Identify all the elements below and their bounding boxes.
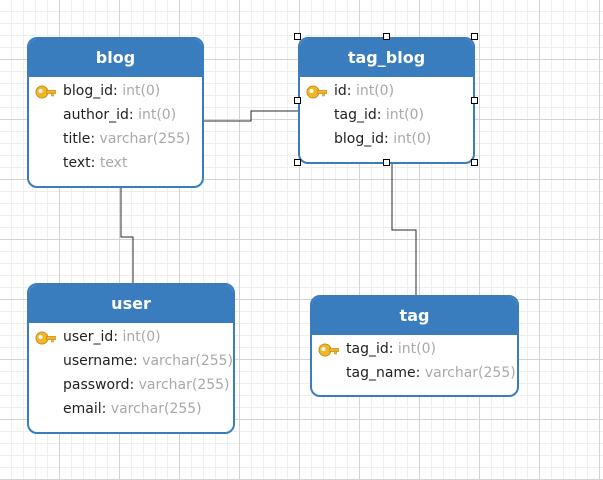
entity-fields-blog: blog_id: int(0)author_id: int(0)title: v… [29, 77, 202, 175]
field-type: int(0) [138, 107, 177, 123]
field-name: blog_id [334, 131, 385, 147]
entity-header-blog[interactable]: blog [29, 39, 202, 77]
field-name: tag_id [346, 341, 389, 357]
field-type: varchar(255) [424, 365, 516, 381]
field-type: text [99, 155, 128, 171]
field-separator: : [90, 131, 100, 147]
field-separator: : [388, 341, 398, 357]
field-separator: : [133, 353, 143, 369]
resize-handle-bottom-right[interactable] [471, 159, 478, 166]
field-name: id [334, 83, 347, 99]
field-name: email [63, 401, 102, 417]
field-row-tag-blog-id[interactable]: id: int(0) [300, 79, 473, 103]
field-type: varchar(255) [110, 401, 202, 417]
field-separator: : [346, 83, 356, 99]
field-row-user-email[interactable]: email: varchar(255) [29, 397, 233, 421]
field-type: int(0) [122, 329, 161, 345]
field-type: varchar(255) [142, 353, 234, 369]
key-icon [35, 83, 57, 99]
field-type: int(0) [385, 107, 424, 123]
field-separator: : [415, 365, 425, 381]
relation-line-blog-user [120, 188, 134, 283]
field-name: username [63, 353, 133, 369]
key-icon [35, 329, 57, 345]
resize-handle-middle-left[interactable] [294, 97, 301, 104]
key-icon [318, 341, 340, 357]
field-name: tag_id [334, 107, 377, 123]
field-separator: : [90, 155, 100, 171]
field-type: varchar(255) [138, 377, 230, 393]
field-separator: : [376, 107, 386, 123]
entity-header-tag-blog[interactable]: tag_blog [300, 39, 473, 77]
field-separator: : [113, 83, 123, 99]
entity-header-user[interactable]: user [29, 285, 233, 323]
resize-handle-bottom-left[interactable] [294, 159, 301, 166]
entity-tag[interactable]: tag tag_id: int(0)tag_name: varchar(255) [310, 295, 519, 397]
field-name: blog_id [63, 83, 114, 99]
field-type: int(0) [393, 131, 432, 147]
field-row-user-username[interactable]: username: varchar(255) [29, 349, 233, 373]
field-separator: : [128, 107, 139, 123]
relation-line-blog-tag-blog [204, 110, 298, 122]
entity-tag-blog[interactable]: tag_blog id: int(0)tag_id: int(0)blog_id… [298, 37, 475, 164]
field-row-blog-text[interactable]: text: text [29, 151, 202, 175]
field-row-tag-blog-blog-id[interactable]: blog_id: int(0) [300, 127, 473, 151]
field-row-tag-tag-name[interactable]: tag_name: varchar(255) [312, 361, 517, 385]
field-type: int(0) [355, 83, 395, 99]
field-row-blog-title[interactable]: title: varchar(255) [29, 127, 202, 151]
field-name: title [63, 131, 91, 147]
field-separator: : [101, 401, 111, 417]
field-row-user-user-id[interactable]: user_id: int(0) [29, 325, 233, 349]
field-row-blog-blog-id[interactable]: blog_id: int(0) [29, 79, 202, 103]
resize-handle-middle-right[interactable] [471, 97, 478, 104]
resize-handle-bottom-center[interactable] [383, 159, 390, 166]
entity-fields-tag: tag_id: int(0)tag_name: varchar(255) [312, 335, 517, 385]
field-name: password [63, 377, 130, 393]
field-row-tag-tag-id[interactable]: tag_id: int(0) [312, 337, 517, 361]
resize-handle-top-center[interactable] [383, 33, 390, 40]
field-name: text [63, 155, 91, 171]
field-name: user_id [63, 329, 114, 345]
field-separator: : [384, 131, 394, 147]
entity-fields-tag-blog: id: int(0)tag_id: int(0)blog_id: int(0) [300, 77, 473, 151]
field-separator: : [129, 377, 139, 393]
entity-blog[interactable]: blog blog_id: int(0)author_id: int(0)tit… [27, 37, 204, 188]
field-name: tag_name [346, 365, 416, 381]
entity-header-tag[interactable]: tag [312, 297, 517, 335]
field-type: int(0) [122, 83, 161, 99]
field-row-user-password[interactable]: password: varchar(255) [29, 373, 233, 397]
field-separator: : [113, 329, 123, 345]
field-type: varchar(255) [99, 131, 191, 147]
key-icon [306, 83, 328, 99]
field-name: author_id [63, 107, 129, 123]
field-type: int(0) [397, 341, 436, 357]
relation-line-tag-blog-tag [391, 164, 417, 295]
entity-user[interactable]: user user_id: int(0)username: varchar(25… [27, 283, 235, 434]
entity-fields-user: user_id: int(0)username: varchar(255)pas… [29, 323, 233, 421]
resize-handle-top-right[interactable] [471, 33, 478, 40]
resize-handle-top-left[interactable] [294, 33, 301, 40]
field-row-blog-author-id[interactable]: author_id: int(0) [29, 103, 202, 127]
field-row-tag-blog-tag-id[interactable]: tag_id: int(0) [300, 103, 473, 127]
